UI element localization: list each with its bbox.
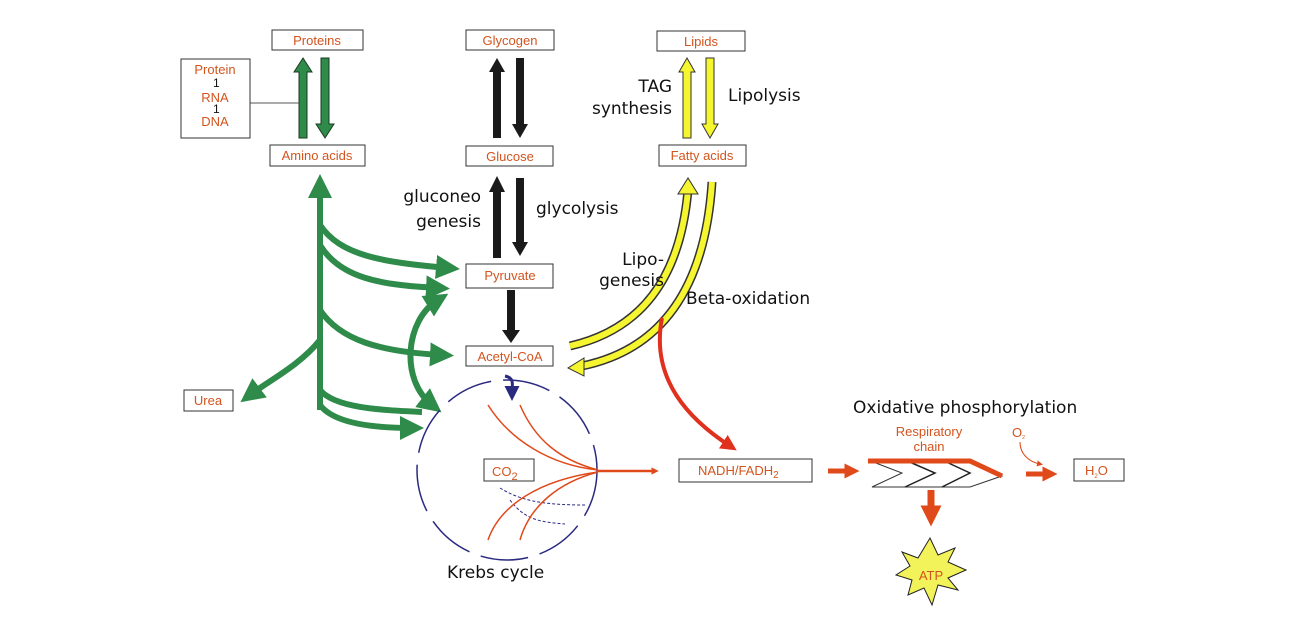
proteolysis-arrow: [315, 57, 335, 139]
pyruvate-to-acetylcoa-arrow: [502, 290, 520, 343]
svg-text:DNA: DNA: [201, 114, 229, 129]
svg-text:Proteins: Proteins: [293, 33, 341, 48]
svg-text:Glycogen: Glycogen: [483, 33, 538, 48]
glycolysis-arrow: [512, 178, 528, 256]
svg-text:NADH/FADH2: NADH/FADH2: [698, 463, 779, 481]
protein-synthesis-arrow: [293, 57, 313, 139]
beta-oxidation-arrow: [566, 181, 717, 377]
node-h2o: H2O: [1073, 458, 1125, 482]
arrow-glyph: 1: [213, 102, 220, 116]
lipolysis-arrow: [701, 57, 719, 140]
svg-text:Lipids: Lipids: [684, 34, 718, 49]
amino-acid-pathways: [240, 174, 460, 440]
atp-burst: [894, 536, 968, 607]
label-chain: chain: [913, 439, 944, 454]
node-co2: CO2: [483, 458, 535, 483]
node-glucose: Glucose: [465, 145, 554, 167]
node-amino-acids: Amino acids: [269, 144, 366, 167]
svg-text:H2O: H2O: [1085, 463, 1108, 480]
gluconeogenesis-arrow: [489, 176, 505, 258]
o2-label: O2: [1012, 425, 1025, 441]
glycogenesis-arrow: [489, 58, 505, 138]
svg-text:CO2: CO2: [492, 464, 518, 483]
label-lipogenesis: genesis: [599, 271, 664, 291]
node-fatty-acids: Fatty acids: [658, 144, 747, 167]
node-urea: Urea: [183, 389, 234, 412]
label-respiratory: Respiratory: [896, 424, 963, 439]
svg-text:Protein: Protein: [194, 62, 235, 77]
label-genesis: genesis: [416, 212, 481, 232]
tag-synthesis-arrow: [678, 56, 696, 139]
svg-text:Pyruvate: Pyruvate: [484, 268, 535, 283]
label-glycolysis: glycolysis: [536, 199, 619, 219]
node-proteins: Proteins: [271, 29, 364, 51]
svg-text:Urea: Urea: [194, 393, 223, 408]
label-synthesis: synthesis: [592, 99, 672, 119]
svg-text:Glucose: Glucose: [486, 149, 534, 164]
lipogenesis-arrow: [568, 177, 699, 351]
node-lipids: Lipids: [656, 30, 746, 52]
glycogenolysis-arrow: [512, 58, 528, 138]
node-central-dogma: Protein 1 RNA 1 DNA: [180, 58, 251, 139]
svg-text:Fatty acids: Fatty acids: [671, 148, 734, 163]
o2-arrow: [1019, 441, 1043, 467]
label-tag: TAG: [637, 77, 672, 97]
node-nadh-fadh2: NADH/FADH2: [678, 458, 813, 483]
svg-text:Acetyl-CoA: Acetyl-CoA: [477, 349, 542, 364]
label-lipo: Lipo-: [622, 250, 664, 270]
svg-text:Amino acids: Amino acids: [282, 148, 353, 163]
atp-label: ATP: [919, 568, 943, 583]
label-gluconeo: gluconeo: [403, 187, 481, 207]
node-acetyl-coa: Acetyl-CoA: [465, 345, 554, 367]
node-glycogen: Glycogen: [465, 29, 555, 51]
label-krebs-cycle: Krebs cycle: [447, 563, 544, 583]
node-pyruvate: Pyruvate: [465, 263, 554, 289]
co2-release-arrows: [487, 404, 659, 541]
svg-text:RNA: RNA: [201, 90, 229, 105]
label-oxidative-phosphorylation: Oxidative phosphorylation: [853, 398, 1077, 418]
nadh-from-beta-oxidation-arrow: [657, 317, 737, 451]
label-beta-oxidation: Beta-oxidation: [686, 289, 810, 309]
arrow-glyph: 1: [213, 76, 220, 90]
label-lipolysis: Lipolysis: [728, 86, 801, 106]
respiratory-chain: [867, 458, 1004, 488]
